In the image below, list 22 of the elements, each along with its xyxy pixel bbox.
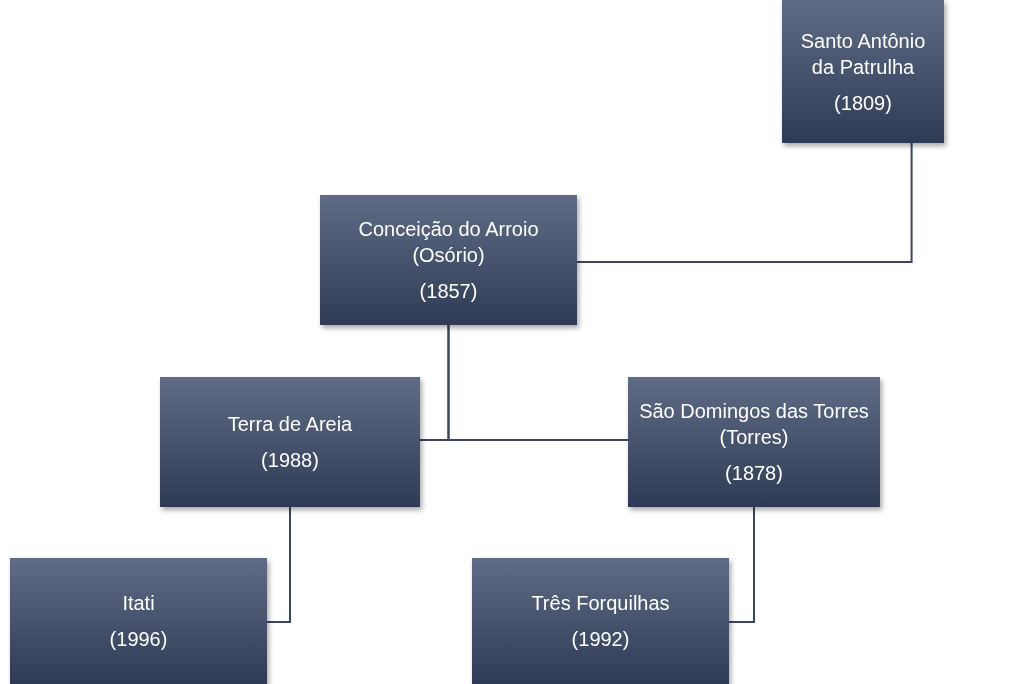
year-label: (1988) [261, 448, 319, 473]
place-name: Terra de Areia [227, 412, 353, 437]
connector-line [266, 506, 291, 623]
place-box [320, 195, 577, 325]
place-name: Três Forquilhas [531, 591, 670, 616]
year-label: (1996) [109, 627, 168, 652]
year-label: (1878) [725, 461, 783, 486]
year-label: (1809) [834, 90, 892, 116]
place-box [472, 558, 729, 684]
year-label: (1857) [419, 279, 478, 304]
place-box [628, 377, 880, 507]
connector-line [728, 506, 755, 623]
connector-line [447, 324, 629, 441]
place-name: Conceição do Arroio (Osório) [357, 217, 540, 268]
place-name: Itati [122, 591, 155, 616]
year-label: (1992) [571, 627, 630, 652]
place-box [10, 558, 267, 684]
place-box [782, 0, 944, 143]
place-box [160, 377, 420, 507]
place-name: São Domingos das Torres (Torres) [638, 399, 870, 450]
place-name: Santo Antônio da Patrulha [799, 28, 927, 80]
connector-line [576, 142, 913, 263]
